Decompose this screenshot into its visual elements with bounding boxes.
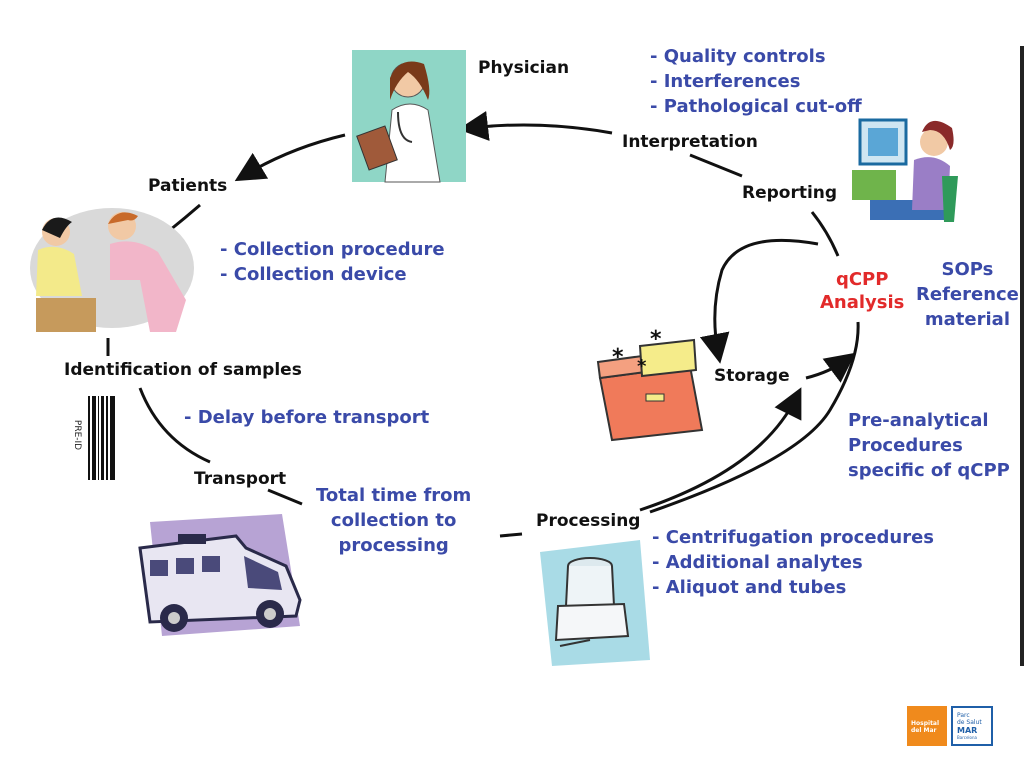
- note-line: specific of qCPP: [848, 460, 1010, 481]
- node-physician: Physician: [478, 58, 570, 78]
- note-sops: SOPs Reference material: [916, 257, 1019, 332]
- qcpp-line1: qCPP: [835, 269, 889, 290]
- slide-border: [1020, 46, 1024, 666]
- logo-line: del Mar: [911, 727, 937, 734]
- note-line: Total time from: [316, 485, 472, 506]
- node-reporting: Reporting: [742, 183, 838, 203]
- connector-transport-time: [267, 488, 303, 506]
- note-interpretation: - Quality controls - Interferences - Pat…: [650, 44, 862, 119]
- connector-identification-transport: [138, 387, 211, 464]
- note-item: - Quality controls: [650, 46, 826, 67]
- note-item: - Aliquot and tubes: [652, 577, 847, 598]
- note-line: processing: [338, 535, 449, 556]
- qcpp-line2: Analysis: [820, 292, 905, 313]
- note-collection: - Collection procedure - Collection devi…: [220, 237, 445, 287]
- note-preanalytical: Pre-analytical Procedures specific of qC…: [848, 408, 1010, 483]
- note-line: SOPs: [941, 259, 994, 280]
- arc-processing-qcpp: [649, 321, 860, 514]
- parc-salut-mar-logo: Parc de Salut MAR Barcelona: [951, 706, 993, 746]
- note-item: - Collection device: [220, 264, 407, 285]
- note-line: material: [924, 309, 1010, 330]
- note-item: - Centrifugation procedures: [652, 527, 935, 548]
- node-interpretation: Interpretation: [622, 132, 758, 152]
- arrow-processing-storage: [639, 387, 802, 512]
- note-processing: - Centrifugation procedures - Additional…: [652, 525, 934, 600]
- arrow-interpretation-physician: [458, 111, 613, 141]
- node-transport: Transport: [194, 469, 287, 489]
- arrow-storage-qcpp: [805, 352, 856, 383]
- logo-line: de Salut: [957, 719, 982, 726]
- node-storage: Storage: [714, 366, 790, 386]
- node-processing: Processing: [536, 511, 641, 531]
- note-line: collection to: [330, 510, 457, 531]
- note-line: Pre-analytical: [848, 410, 989, 431]
- note-item: - Pathological cut-off: [650, 96, 862, 117]
- note-item: - Interferences: [650, 71, 801, 92]
- connector-reporting-qcpp: [810, 211, 840, 257]
- connector-time-processing: [499, 532, 523, 538]
- node-identification: Identification of samples: [64, 360, 302, 380]
- logo-line: Parc: [957, 712, 970, 719]
- logo-line: Barcelona: [957, 735, 977, 740]
- logo-line: Hospital: [911, 720, 940, 727]
- note-delay: - Delay before transport: [184, 407, 430, 428]
- arrow-physician-patients: [234, 133, 346, 182]
- node-patients: Patients: [148, 176, 228, 196]
- hospital-del-mar-logo: Hospital del Mar: [907, 706, 947, 746]
- barcode-text: PRE-ID: [72, 419, 83, 451]
- note-item: - Collection procedure: [220, 239, 445, 260]
- arrow-reporting-storage: [699, 238, 819, 364]
- connector-interpretation-reporting: [689, 153, 743, 178]
- node-qcpp-analysis: qCPP Analysis: [820, 268, 904, 314]
- logo-line: MAR: [957, 726, 978, 735]
- note-line: Procedures: [848, 435, 963, 456]
- connector-patients-image: [169, 203, 201, 232]
- note-item: - Additional analytes: [652, 552, 863, 573]
- note-total-time: Total time from collection to processing: [316, 483, 471, 558]
- note-line: Reference: [916, 284, 1019, 305]
